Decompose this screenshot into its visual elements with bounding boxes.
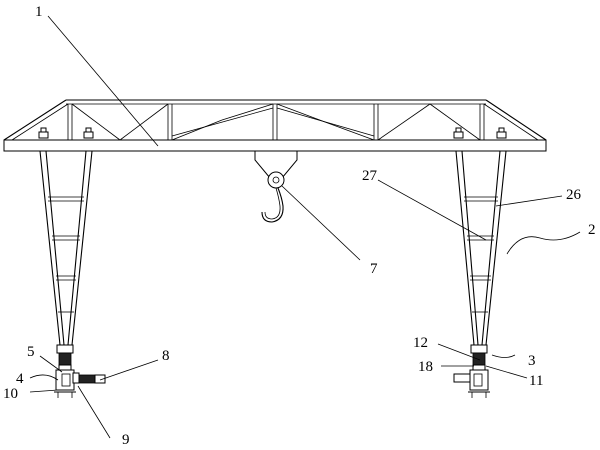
- label-9: 9: [122, 432, 130, 448]
- right-wheel-box: [469, 369, 489, 391]
- right-bolt: [453, 373, 471, 383]
- label-18: 18: [418, 359, 433, 375]
- leader-2: [506, 231, 581, 255]
- label-26: 26: [566, 187, 582, 203]
- leader-8: [99, 359, 159, 381]
- left-damper-block: [58, 352, 72, 366]
- left-wheel-box: [55, 369, 75, 391]
- leader-9: [77, 385, 111, 439]
- leader-12: [437, 343, 481, 361]
- hook: [261, 187, 284, 223]
- label-3: 3: [528, 353, 536, 369]
- leader-1: [47, 15, 159, 147]
- hook-assembly: [254, 150, 298, 223]
- label-5: 5: [27, 344, 35, 360]
- girder-right-slope: [485, 99, 547, 141]
- leader-11: [485, 365, 528, 379]
- leader-lines: [29, 15, 581, 439]
- leader-27: [377, 179, 487, 241]
- girder-bolts: [38, 127, 507, 139]
- girder-right-slope-inner: [483, 103, 539, 141]
- leader-10: [29, 389, 59, 393]
- reference-labels: 1 2 3 4 5 7 8 9 10 11 12 18 26 27: [3, 4, 596, 448]
- label-11: 11: [529, 373, 543, 389]
- hook-pulley: [267, 171, 285, 189]
- label-7: 7: [370, 261, 378, 277]
- leader-3: [491, 354, 516, 358]
- left-bolt-head: [94, 374, 106, 384]
- girder-left-slope-inner: [11, 103, 69, 141]
- right-damper-block: [472, 352, 486, 366]
- label-27: 27: [362, 168, 378, 184]
- label-12: 12: [413, 335, 428, 351]
- label-4: 4: [16, 371, 24, 387]
- left-bolt-shaft: [78, 374, 96, 384]
- right-base-assembly: [453, 344, 490, 398]
- truss-girder: [3, 99, 547, 152]
- label-1: 1: [35, 4, 43, 20]
- right-leg: [455, 150, 507, 346]
- label-10: 10: [3, 386, 18, 402]
- leader-26: [495, 195, 563, 207]
- leader-4: [29, 374, 59, 381]
- girder-bottom-chord: [3, 139, 547, 152]
- left-leg: [39, 150, 93, 346]
- left-base-assembly: [54, 344, 106, 398]
- leader-5: [39, 355, 63, 373]
- girder-left-slope: [3, 99, 67, 141]
- leader-7: [281, 185, 361, 261]
- label-2: 2: [588, 222, 596, 238]
- label-8: 8: [162, 348, 170, 364]
